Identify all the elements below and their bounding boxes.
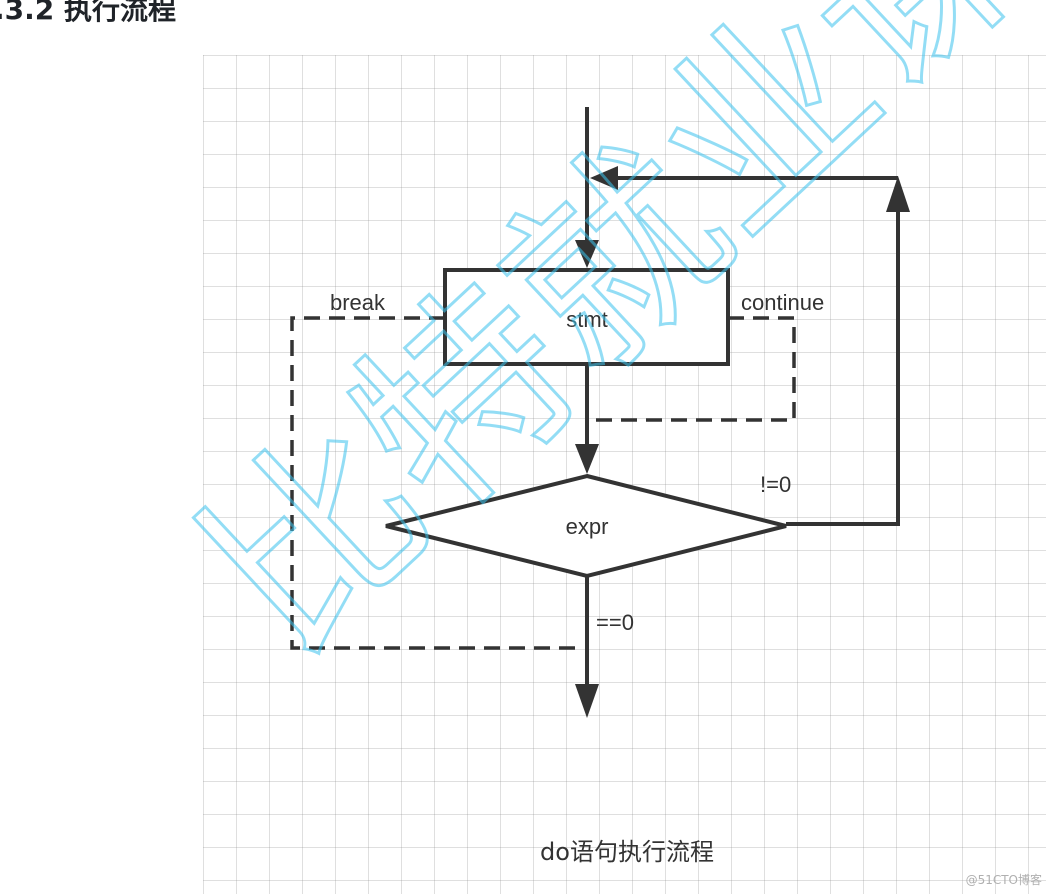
- label-not-zero: !=0: [760, 472, 791, 497]
- stmt-label: stmt: [566, 307, 608, 332]
- entry-arrowhead: [575, 240, 599, 268]
- expr-label: expr: [566, 514, 609, 539]
- loop-up-arrowhead: [886, 176, 910, 212]
- label-break: break: [330, 290, 386, 315]
- exit-arrowhead: [575, 684, 599, 718]
- label-continue: continue: [741, 290, 824, 315]
- loop-left-arrowhead: [590, 166, 618, 190]
- loop-back-line: [786, 210, 900, 526]
- continue-path: [592, 316, 796, 422]
- diagram-caption: do语句执行流程: [540, 838, 714, 866]
- break-path: [290, 316, 584, 650]
- watermark-credit: @51CTO博客: [965, 873, 1042, 887]
- watermark-text: 比特就业课: [161, 0, 1050, 696]
- section-heading: .3.2 执行流程: [0, 0, 176, 26]
- stmt-box: [443, 268, 730, 366]
- label-zero: ==0: [596, 610, 634, 635]
- grid-background: [203, 55, 1046, 894]
- stmt-to-expr-arrowhead: [575, 444, 599, 474]
